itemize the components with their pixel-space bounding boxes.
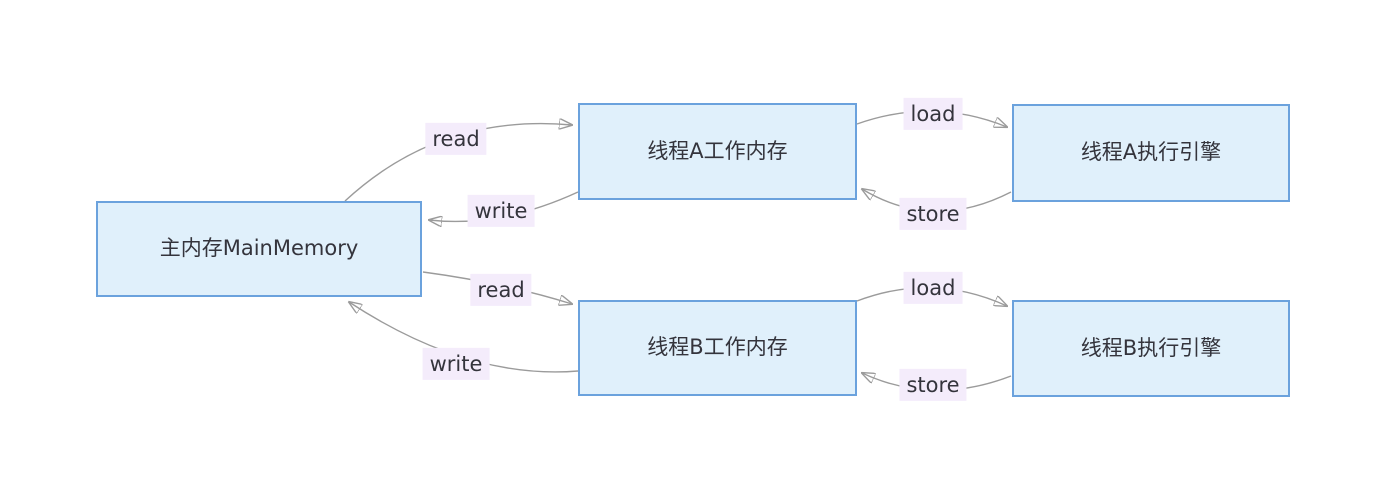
edge-label-load-a: load [903,97,963,131]
edge-label-read-b: read [470,273,532,307]
edge-label-store-a: store [899,197,967,231]
node-thread-a-engine-label: 线程A执行引擎 [1080,140,1222,165]
edge-label-write-a: write [467,194,535,228]
node-thread-a-engine: 线程A执行引擎 [1012,104,1290,202]
edge-label-store-b: store [899,368,967,402]
node-thread-b-engine-label: 线程B执行引擎 [1080,335,1222,360]
node-main-memory-label: 主内存MainMemory [159,236,359,261]
edge-label-write-b: write [422,347,490,381]
node-thread-b-working-memory-label: 线程B工作内存 [647,335,788,360]
node-main-memory: 主内存MainMemory [96,201,422,297]
node-thread-b-engine: 线程B执行引擎 [1012,300,1290,397]
edge-label-load-b: load [903,271,963,305]
edge-label-read-a: read [425,122,487,156]
node-thread-a-working-memory: 线程A工作内存 [578,103,857,200]
node-thread-b-working-memory: 线程B工作内存 [578,300,857,396]
node-thread-a-working-memory-label: 线程A工作内存 [647,138,788,163]
